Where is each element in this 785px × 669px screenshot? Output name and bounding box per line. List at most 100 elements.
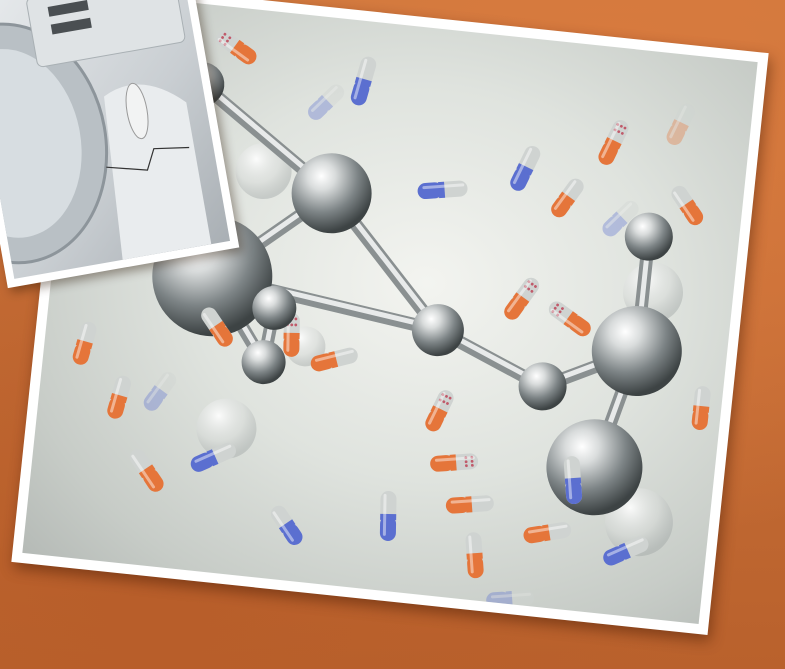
- capsule: [190, 442, 236, 472]
- capsule-body: [234, 44, 257, 65]
- capsule-body: [666, 123, 686, 145]
- capsule-speckle: [441, 393, 445, 397]
- capsule-speckle: [530, 282, 534, 286]
- capsule-cap: [308, 84, 345, 120]
- capsule-cap: [666, 103, 695, 145]
- capsule: [598, 120, 629, 165]
- capsule-body: [445, 496, 470, 514]
- capsule-speckle: [223, 32, 227, 36]
- capsule-join: [449, 454, 457, 471]
- capsule-body: [467, 555, 484, 579]
- capsule-body: [510, 167, 530, 191]
- glass-atom-reflection: [196, 398, 257, 459]
- capsule-shine: [314, 349, 354, 362]
- capsule-shine: [669, 105, 687, 139]
- capsule-join: [618, 542, 631, 560]
- lab-equipment-illustration: [0, 0, 212, 265]
- capsule: [602, 200, 639, 237]
- capsule-speckle: [442, 400, 446, 404]
- capsule-join: [465, 496, 473, 513]
- capsule: [666, 103, 695, 145]
- capsule-join: [563, 311, 578, 328]
- capsule-speckle: [558, 310, 562, 314]
- capsule-speckle: [617, 130, 621, 134]
- capsule: [671, 185, 704, 226]
- capsule: [548, 301, 591, 337]
- capsule-shine: [434, 456, 475, 462]
- device-label-icon: [47, 0, 89, 17]
- capsule-speckle: [553, 306, 557, 310]
- capsule-join: [558, 191, 576, 206]
- capsule-join: [283, 332, 300, 340]
- capsule-speckle: [527, 280, 531, 284]
- capsule-speckle: [620, 132, 624, 135]
- capsule-shine: [311, 86, 338, 112]
- capsule-body: [350, 80, 370, 106]
- capsule-speckle: [228, 36, 232, 40]
- capsule-speckle: [226, 39, 229, 43]
- capsule-speckle: [561, 307, 564, 310]
- capsule-join: [512, 292, 530, 307]
- capsule-shine: [566, 459, 573, 500]
- lab-equipment-photo: [0, 0, 230, 279]
- capsule-speckle: [290, 323, 294, 327]
- capsule-join: [438, 181, 446, 199]
- capsule-shine: [512, 147, 533, 185]
- capsule-body: [425, 409, 444, 432]
- capsule-shine: [110, 377, 123, 413]
- capsule-body: [308, 99, 329, 120]
- capsule-speckle: [470, 455, 474, 459]
- capsule: [201, 307, 233, 347]
- capsule-speckle: [464, 460, 468, 464]
- capsule: [310, 347, 358, 372]
- atom-sphere: [518, 362, 567, 411]
- capsule-join: [564, 477, 582, 485]
- capsule-speckle: [223, 42, 227, 46]
- capsule-join: [75, 339, 93, 350]
- capsule-cap: [602, 200, 639, 237]
- capsule-join: [542, 524, 551, 542]
- capsule-speckle: [527, 287, 531, 291]
- glass-atom-reflection: [235, 143, 292, 200]
- capsule: [465, 532, 484, 579]
- capsule-body: [504, 297, 525, 320]
- capsule-body: [143, 389, 164, 411]
- capsule-join: [230, 39, 245, 57]
- capsule-shine: [507, 279, 532, 313]
- atom-sphere: [252, 285, 297, 330]
- capsule: [308, 84, 345, 120]
- capsule-speckle: [464, 456, 468, 460]
- capsule: [603, 536, 649, 566]
- capsule: [72, 321, 97, 365]
- capsule-join: [679, 199, 697, 214]
- capsule-speckle: [470, 459, 474, 463]
- capsule-join: [209, 320, 226, 335]
- capsule: [486, 590, 535, 609]
- capsule-shine: [353, 58, 368, 100]
- capsule-join: [354, 76, 372, 88]
- capsule-body: [143, 469, 164, 492]
- capsule-shine: [673, 191, 695, 222]
- capsule-shine: [450, 498, 491, 504]
- capsule: [270, 505, 303, 545]
- capsule-body: [310, 353, 335, 372]
- capsule-join: [206, 449, 219, 467]
- capsule-body: [190, 452, 215, 472]
- capsule-cap: [143, 372, 177, 411]
- capsule-join: [151, 385, 168, 400]
- capsule-join: [278, 519, 296, 534]
- capsule-body: [568, 315, 591, 337]
- capsule-shine: [428, 391, 446, 425]
- capsule-body: [430, 455, 455, 472]
- capsule-shine: [605, 202, 633, 229]
- atom-sphere: [591, 306, 682, 397]
- capsule-speckle: [294, 323, 298, 327]
- capsule: [143, 372, 177, 411]
- capsule-join: [328, 351, 339, 369]
- capsule-shine: [527, 524, 568, 534]
- capsule-speckle: [619, 124, 623, 128]
- capsule-join: [612, 211, 628, 228]
- capsule-speckle: [446, 402, 449, 405]
- capsule-speckle: [464, 464, 468, 468]
- capsule-speckle: [616, 123, 620, 126]
